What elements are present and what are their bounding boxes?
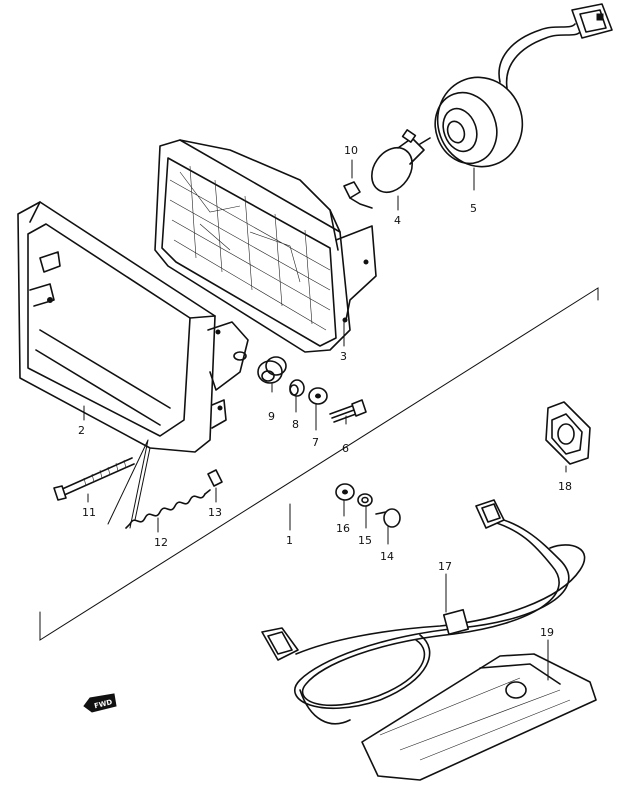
callout-2: 2: [78, 424, 85, 437]
callout-19: 19: [540, 626, 554, 639]
wiring-harness: [261, 499, 586, 725]
hardware-leader-lines: [107, 439, 151, 529]
headlight-frame: [17, 201, 249, 453]
bulb: [371, 129, 431, 194]
small-nut: [343, 181, 373, 209]
assembly-outline: [39, 287, 599, 641]
rubber-grommet: [545, 401, 591, 465]
pouch: [361, 653, 597, 781]
spacer: [289, 379, 305, 397]
callout-7: 7: [312, 436, 319, 449]
bolt: [375, 508, 401, 528]
callout-11: 11: [82, 506, 96, 519]
fwd-direction-badge: FWD: [83, 693, 117, 713]
callout-leaders: [83, 159, 567, 681]
callout-4: 4: [394, 214, 401, 227]
callout-18: 18: [558, 480, 572, 493]
callout-6: 6: [342, 442, 349, 455]
square-nut: [207, 469, 223, 487]
bulb-socket: [434, 3, 613, 168]
callout-5: 5: [470, 202, 477, 215]
callout-12: 12: [154, 536, 168, 549]
washer: [308, 387, 328, 405]
long-screw: [53, 457, 135, 501]
callout-16: 16: [336, 522, 350, 535]
callout-14: 14: [380, 550, 394, 563]
callout-17: 17: [438, 560, 452, 573]
lock-washer: [357, 493, 373, 507]
callout-10: 10: [344, 144, 358, 157]
grommet: [257, 356, 287, 384]
callout-3: 3: [340, 350, 347, 363]
sealed-beam-lamp: [154, 139, 377, 353]
adjusting-screw: [329, 399, 367, 423]
flat-washer: [335, 483, 355, 501]
callout-numbers: 1 2 3 4 5 6 7 8 9 10 11 12 13 14 15 16 1…: [78, 144, 572, 639]
callout-8: 8: [292, 418, 299, 431]
callout-1: 1: [286, 534, 293, 547]
callout-9: 9: [268, 410, 275, 423]
callout-13: 13: [208, 506, 222, 519]
callout-15: 15: [358, 534, 372, 547]
spring: [125, 489, 211, 529]
